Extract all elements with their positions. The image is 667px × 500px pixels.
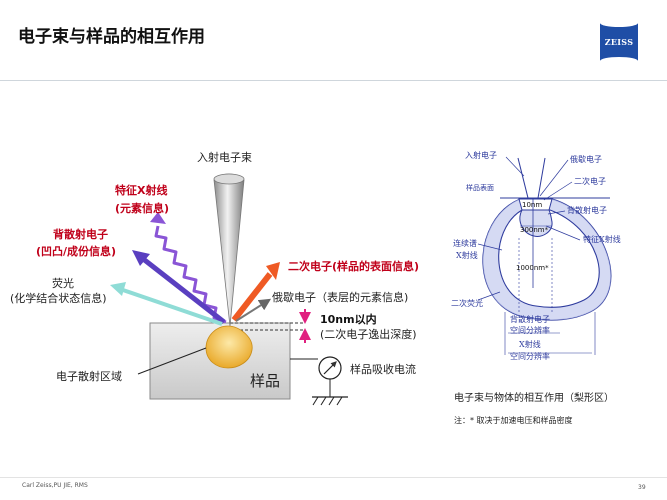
label-r-10nm: 10nm (522, 201, 542, 209)
label-r-incident: 入射电子 (465, 150, 497, 160)
label-depth-sub: (二次电子逸出深度) (320, 327, 417, 341)
caption: 电子束与物体的相互作用（梨形区） (454, 391, 614, 404)
xray-arrow (154, 225, 227, 324)
label-r-secondary: 二次电子 (574, 176, 606, 186)
label-fluorescence: 荧光 (52, 276, 74, 290)
label-r-bse-res-1: 背散射电子 (510, 314, 550, 324)
auger-arrow (235, 298, 272, 322)
label-incident-beam: 入射电子束 (197, 150, 252, 164)
label-characteristic-xray: 特征X射线 (115, 183, 167, 197)
label-r-auger: 俄歇电子 (570, 154, 602, 164)
label-r-fluorescence: 二次荧光 (451, 298, 483, 308)
label-auger: 俄歇电子（表层的元素信息) (272, 290, 408, 304)
label-r-bse-res-2: 空间分辨率 (510, 325, 550, 335)
label-r-characteristic: 特征X射线 (583, 234, 621, 244)
label-r-surface: 样品表面 (466, 183, 494, 192)
secondary-arrow (231, 272, 273, 322)
pear-inner (498, 209, 600, 308)
label-r-300nm: 300nm* (520, 226, 549, 234)
label-backscattered: 背散射电子 (53, 227, 108, 241)
page-title: 电子束与样品的相互作用 (18, 27, 205, 47)
footer-divider (0, 477, 667, 478)
backscattered-arrow (140, 256, 226, 324)
label-secondary: 二次电子(样品的表面信息) (288, 259, 419, 273)
label-characteristic-xray-sub: (元素信息) (115, 201, 169, 215)
label-scatter-region: 电子散射区域 (56, 369, 122, 383)
header-divider (0, 80, 667, 81)
label-r-xray-res-2: 空间分辨率 (510, 351, 550, 361)
label-r-backscattered: 背散射电子 (567, 205, 607, 215)
label-r-continuous-2: X射线 (456, 250, 478, 260)
label-depth: 10nm以内 (320, 312, 377, 326)
label-r-continuous-1: 连续谱 (453, 238, 477, 248)
footer-text: Carl Zeiss,PU JIE, RMS (22, 482, 88, 489)
zeiss-logo: ZEISS (600, 23, 638, 61)
page-number: 39 (638, 484, 646, 491)
pear-diagram (477, 156, 612, 355)
ground-icon (312, 396, 348, 406)
label-sample: 样品 (250, 372, 280, 390)
label-fluorescence-sub: (化学结合状态信息) (10, 291, 107, 305)
label-absorbed-current: 样品吸收电流 (350, 362, 416, 376)
interaction-volume (205, 325, 253, 369)
incident-beam-cone (213, 173, 245, 327)
label-r-1000nm: 1000nm* (516, 264, 549, 272)
label-r-xray-res-1: X射线 (519, 339, 541, 349)
label-backscattered-sub: (凹凸/成份信息) (36, 244, 116, 258)
fluorescence-arrow (119, 287, 223, 326)
note: 注：* 取决于加速电压和样品密度 (454, 415, 573, 425)
